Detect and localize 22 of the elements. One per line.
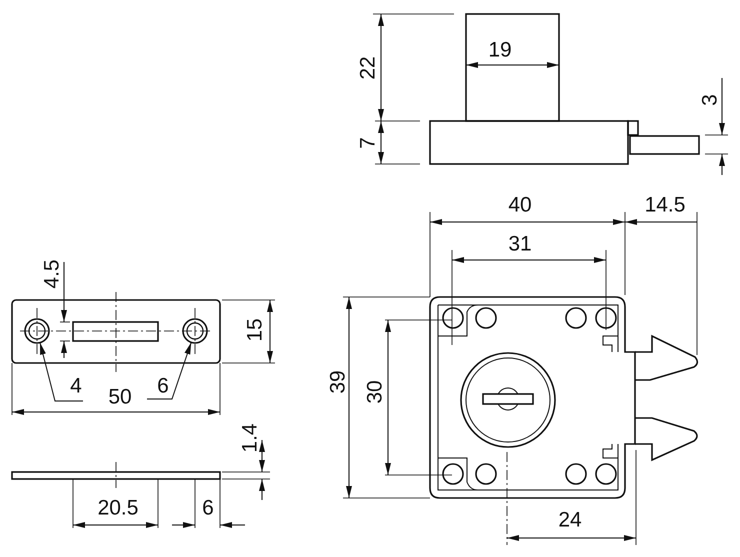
dimension-text: 3 <box>700 94 720 106</box>
dimension-text: 31 <box>508 234 532 254</box>
leader-line <box>40 342 84 402</box>
dimension-text: 15 <box>244 318 266 342</box>
dimension-text: 40 <box>508 194 532 216</box>
dimension-text: 4.5 <box>42 259 62 289</box>
dimension-text: 20.5 <box>98 498 138 518</box>
dimension-text: 6 <box>157 376 169 396</box>
dimension-text: 14.5 <box>644 194 686 216</box>
dimension-text: 7 <box>358 137 378 149</box>
dimension-text: 19 <box>488 40 512 60</box>
dimension-text: 4 <box>70 376 82 396</box>
mounting-hole <box>182 318 208 344</box>
dimension-text: 50 <box>108 386 132 408</box>
dimension-text: 1.4 <box>240 423 260 453</box>
dimension-text: 30 <box>364 380 386 404</box>
dimension-text: 39 <box>328 370 348 394</box>
dimension-text: 22 <box>358 56 378 80</box>
dimension-text: 6 <box>202 498 214 518</box>
dimension-text: 24 <box>558 510 582 530</box>
leader-line <box>146 342 192 400</box>
mounting-hole <box>24 318 50 344</box>
